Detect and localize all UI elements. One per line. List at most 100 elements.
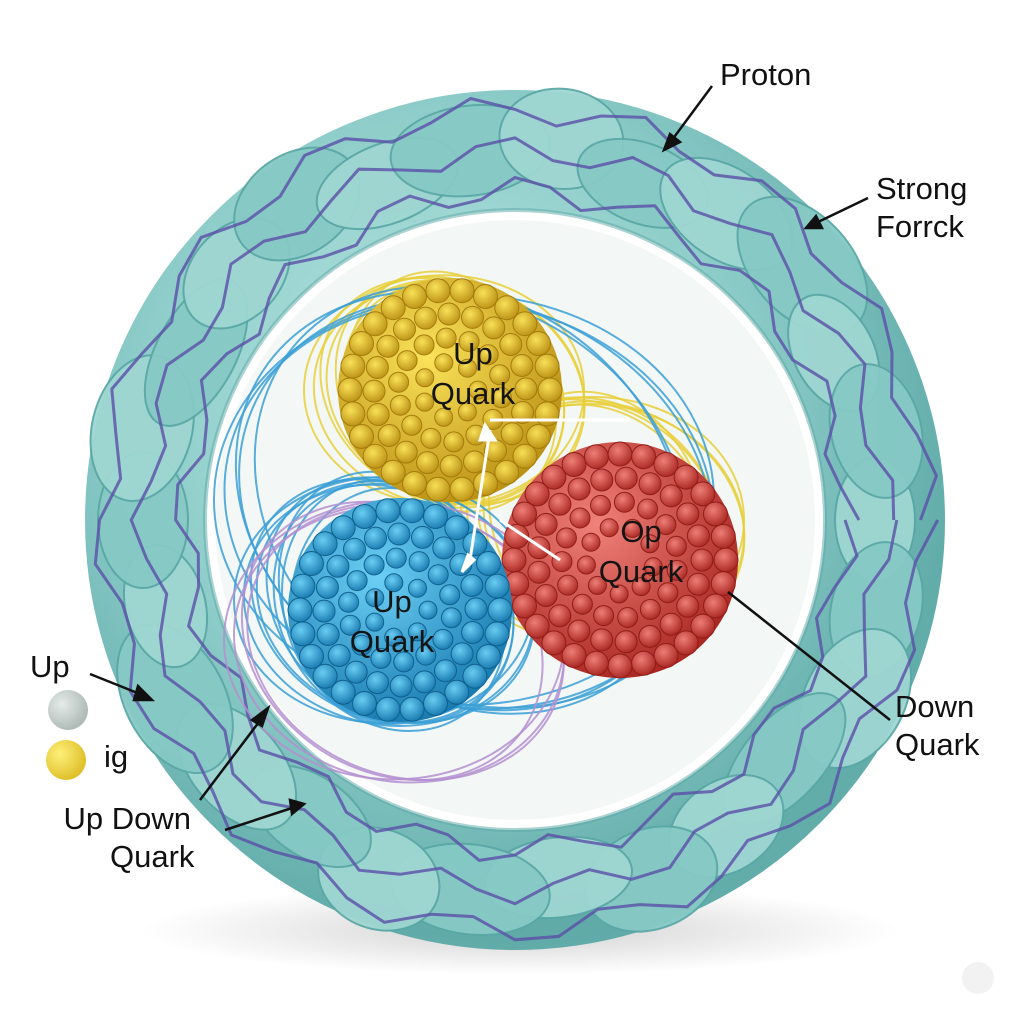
quark-bead [583,650,609,676]
quark-bead [686,572,710,596]
quark-bead [393,317,416,341]
quark-bead [534,512,558,536]
quark-bead [423,691,448,716]
quark-bead [477,344,499,366]
quark-bead [659,612,683,636]
quark-bead [343,537,366,561]
quark-bead [420,427,442,449]
quark-bead [473,471,498,496]
quark-bead [534,353,560,379]
quark-bead [444,515,470,541]
quark-bead [439,454,463,478]
quark-bead [362,311,388,337]
quark-bead [639,598,661,620]
quark-bead [576,555,596,575]
quark-bead [394,440,418,464]
quark-bead [415,368,435,388]
quark-yellow-label-line1: Up [453,336,493,371]
quark-bead [389,674,413,698]
quark-bead [473,284,498,309]
label-up-down-quark: Up Down Quark [60,800,194,876]
legend-gray-dot [48,690,88,730]
quark-bead [344,660,368,684]
shell-veins [93,96,940,942]
quark-bead [402,471,427,496]
quark-bead [351,634,373,656]
quark-yellow-sphere [337,278,563,502]
quark-bead [312,599,336,623]
quark-blue-label-line1: Up [372,584,412,619]
quark-bead [370,647,392,669]
shell-vein [174,175,861,862]
quark-bead [349,424,374,449]
quark-bead [401,414,423,436]
quark-bead [413,670,436,694]
quark-bead [713,547,739,573]
label-proton: Proton [720,57,812,92]
quark-bead [337,377,363,403]
quark-bead [614,466,638,490]
quark-bead [512,311,538,337]
quark-bead [462,663,488,689]
quark-bead [444,679,470,705]
quark-bead [609,584,629,604]
quark-bead [527,560,551,584]
quark-bead [437,302,461,326]
quark-bead [434,353,454,373]
quark-bead [349,331,374,356]
quark-bead [657,582,679,604]
quark-bead [362,443,388,469]
quark-bead [526,424,551,449]
quark-bead [548,492,572,516]
quark-bead [458,358,477,378]
quark-bead [703,593,728,619]
quark-bead [541,464,567,490]
quark-bead [710,523,736,549]
quark-bead [425,278,451,304]
watermark-circle [962,962,994,994]
quark-bead [614,630,638,654]
quark-core [338,278,562,502]
label-down-quark-line1: Down [895,689,975,724]
quark-bead [476,551,501,576]
quark-bead [607,653,633,679]
label-strong-force: Strong Forrck [876,170,967,246]
quark-bead [631,650,657,676]
quark-bead [590,628,614,652]
quark-bead [418,600,438,620]
quark-bead [613,491,635,513]
quark-bead [326,554,350,578]
gluon-loop [249,478,515,724]
label-legend-ig: ig [104,739,129,774]
quark-bead [512,593,537,619]
quark-bead [512,501,537,527]
quark-yellow-label-line2: Quark [430,376,516,411]
quark-bead [499,333,523,356]
quark-bead [655,514,677,536]
quark-bead [432,628,454,650]
quark-bead [388,371,410,393]
quark-bead [380,459,406,485]
quark-bead [340,401,366,427]
quark-bead [487,597,513,623]
quark-bead [365,612,385,632]
label-strong-force-line2: Forrck [876,209,964,244]
quark-bead [511,401,535,424]
quark-bead [484,621,510,647]
quark-bead [526,331,551,356]
quark-bead [690,548,714,572]
quark-bead [468,380,488,400]
quark-bead [432,536,456,560]
quark-bead [366,403,390,426]
quark-bead [659,484,683,508]
quark-bead [427,564,449,586]
quark-bead [638,472,662,496]
quark-bead [414,306,437,330]
quark-core [288,498,512,722]
quark-bead [555,527,577,549]
quark-bead [434,407,454,427]
quark-bead [375,696,401,722]
quark-bead [423,504,448,529]
